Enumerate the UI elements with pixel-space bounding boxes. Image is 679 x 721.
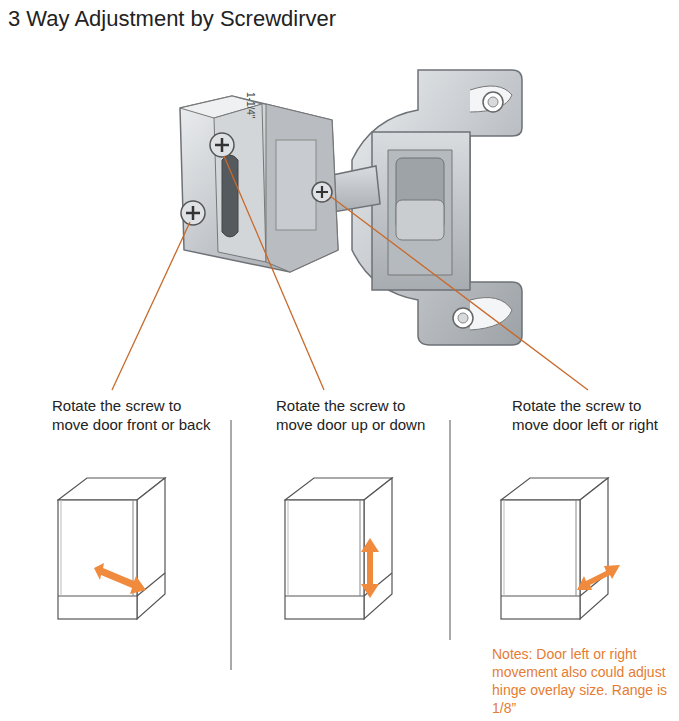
hinge-body	[372, 132, 470, 290]
mounting-plate	[352, 70, 522, 345]
screw-heads	[181, 133, 332, 225]
hinge-arm	[180, 96, 338, 272]
size-stamp: 1-1/4"	[245, 92, 256, 118]
callout-text: Rotate the screw to move door front or b…	[52, 396, 220, 434]
direction-arrows	[94, 538, 620, 598]
cabinet-icons	[58, 478, 608, 619]
note-text: Notes: Door left or right movement also …	[492, 645, 674, 717]
column-dividers	[231, 420, 450, 670]
title: 3 Way Adjustment by Screwdirver	[8, 6, 336, 32]
callout-text: Rotate the screw to move door left or ri…	[512, 396, 662, 434]
leader-lines	[112, 156, 588, 390]
callout-text: Rotate the screw to move door up or down	[276, 396, 444, 434]
